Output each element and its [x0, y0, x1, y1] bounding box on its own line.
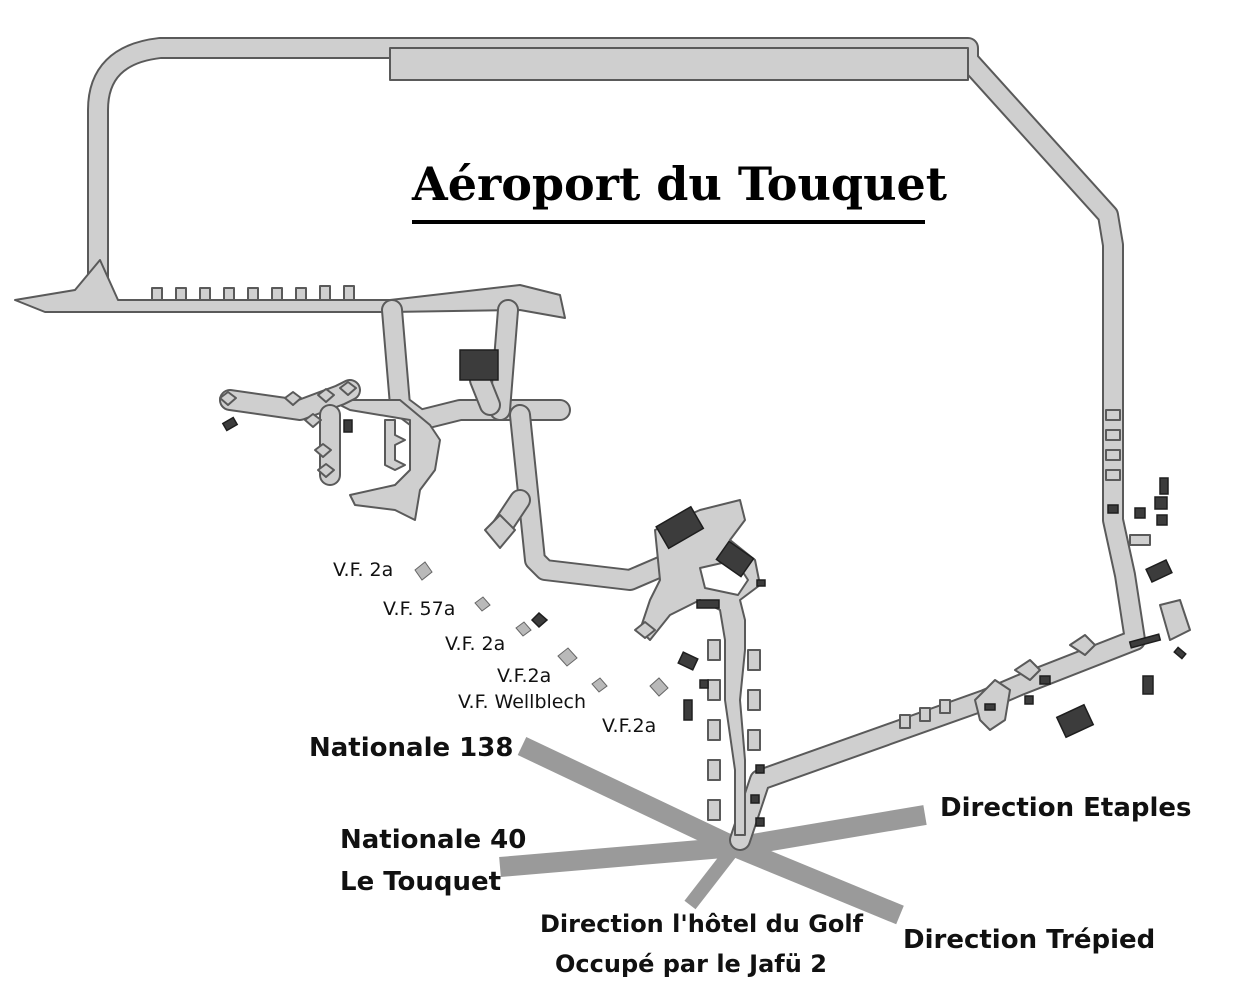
- perimeter-taxiway: [14, 37, 1146, 851]
- label-direction-trepied: Direction Trépied: [903, 925, 1155, 955]
- golf-road: [684, 842, 741, 910]
- hangar-north: [655, 505, 705, 550]
- trepied-road: [731, 837, 904, 925]
- label-direction-golf: Direction l'hôtel du Golf: [540, 910, 864, 938]
- position-marker: [414, 561, 433, 581]
- position-label: V.F.2a: [602, 715, 656, 737]
- nationale-40-road: [499, 837, 736, 877]
- hangar-complex: [634, 499, 766, 836]
- etaples-road: [733, 805, 927, 857]
- position-marker: [474, 596, 491, 612]
- label-golf-note: Occupé par le Jafü 2: [555, 950, 827, 978]
- title-block: Aéroport du Touquet: [411, 157, 948, 224]
- position-label: V.F. 57a: [383, 598, 455, 620]
- map-title: Aéroport du Touquet: [411, 157, 948, 211]
- position-label: V.F. 2a: [445, 633, 505, 655]
- hangar-south: [715, 540, 755, 578]
- position-label: V.F. 2a: [333, 559, 393, 581]
- label-direction-etaples: Direction Etaples: [940, 793, 1192, 823]
- label-le-touquet: Le Touquet: [340, 867, 501, 897]
- position-marker: [530, 611, 549, 629]
- runway-top: [389, 47, 969, 81]
- runway-west: [14, 259, 566, 319]
- east-dispersal: [899, 409, 1191, 739]
- hangar-large: [459, 349, 499, 381]
- runway-notches: [151, 285, 355, 301]
- nationale-138-road: [517, 736, 740, 857]
- label-nationale-138: Nationale 138: [309, 733, 513, 763]
- position-marker: [557, 647, 578, 667]
- position-label: V.F.2a: [497, 665, 551, 687]
- highways: [499, 736, 927, 925]
- position-marker: [591, 677, 608, 693]
- position-label: V.F. Wellblech: [458, 691, 586, 713]
- flak-positions: [414, 561, 669, 697]
- central-taxiway: [484, 404, 676, 591]
- position-marker: [649, 677, 669, 697]
- road-labels: Nationale 138 Nationale 40 Le Touquet Di…: [309, 733, 1192, 978]
- position-marker: [515, 621, 532, 637]
- position-labels: V.F. 2a V.F. 57a V.F. 2a V.F.2a V.F. Wel…: [333, 559, 656, 737]
- label-nationale-40: Nationale 40: [340, 825, 526, 855]
- west-dispersal: [219, 299, 571, 521]
- title-underline: [412, 220, 925, 224]
